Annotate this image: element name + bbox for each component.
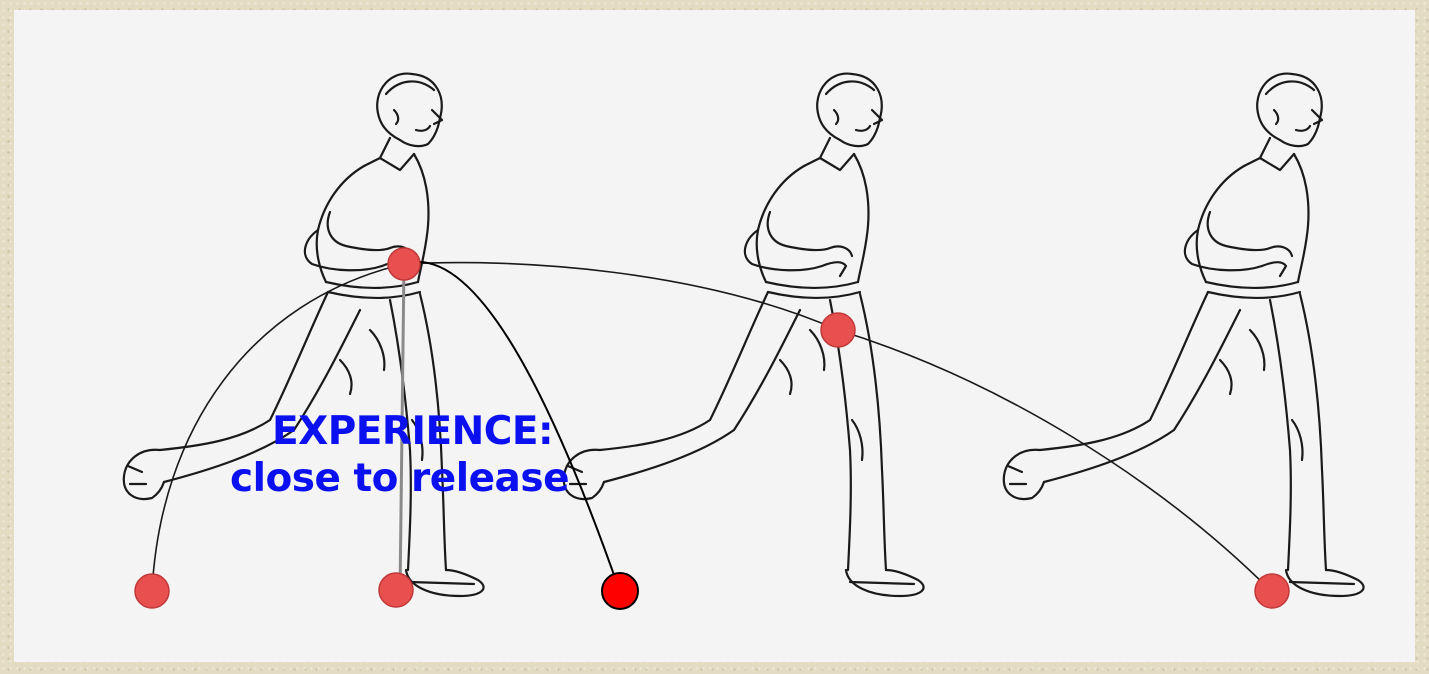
person-walking-1 bbox=[124, 74, 484, 596]
ball-position-end bbox=[1255, 574, 1289, 608]
ball-position-backswing bbox=[135, 574, 169, 608]
caption-line-2: close to release bbox=[230, 455, 730, 502]
person-walking-2 bbox=[564, 74, 924, 596]
ball-position-forward bbox=[821, 313, 855, 347]
forward-arc-upper bbox=[404, 263, 838, 330]
person-walking-3 bbox=[1004, 74, 1364, 596]
experience-caption: EXPERIENCE: close to release bbox=[230, 408, 730, 502]
ball-position-bottom bbox=[379, 573, 413, 607]
ball-release-point bbox=[602, 573, 638, 609]
ball-position-top bbox=[388, 248, 420, 280]
forward-arc-lower bbox=[838, 330, 1272, 592]
caption-line-1: EXPERIENCE: bbox=[230, 408, 730, 455]
